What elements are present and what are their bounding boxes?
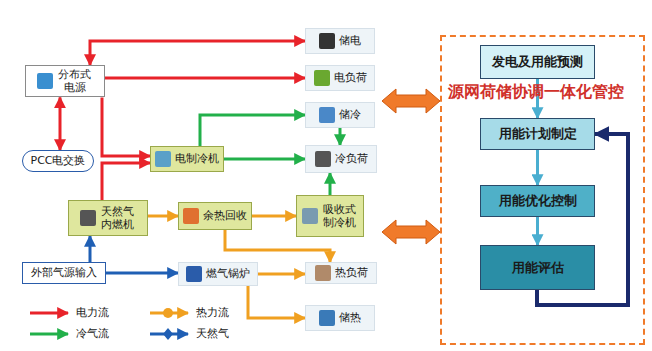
flow-connector <box>90 41 305 65</box>
process-box: 用能计划制定 <box>480 118 595 150</box>
node-label: 用能评估 <box>512 260 564 276</box>
flow-connector <box>59 97 62 150</box>
node-label: 天然气 内燃机 <box>100 205 136 231</box>
process-box: 燃气锅炉 <box>178 262 258 286</box>
flow-connector <box>89 236 92 262</box>
legend-sample <box>150 308 188 318</box>
process-box: 发电及用能预测 <box>480 45 595 79</box>
node-label: 用能计划制定 <box>499 126 577 142</box>
node-label: 燃气锅炉 <box>206 267 250 280</box>
control-region: 源网荷储协调一体化管控 发电及用能预测用能计划制定用能优化控制用能评估 <box>440 35 645 345</box>
process-box: 用能优化控制 <box>480 185 595 217</box>
flow-connector <box>102 97 150 156</box>
flow-connector <box>148 215 178 218</box>
equipment-icon <box>319 310 335 326</box>
process-box: 分布式 电源 <box>25 65 105 97</box>
flow-connector <box>329 173 332 195</box>
equipment-icon <box>319 33 335 49</box>
flow-connector <box>339 128 342 145</box>
flow-connector <box>536 79 539 118</box>
equipment-icon <box>319 107 335 123</box>
process-box: PCC电交换 <box>22 150 94 172</box>
legend-label: 电力流 <box>76 305 109 320</box>
flow-connector <box>224 158 305 161</box>
equipment-icon <box>37 73 53 89</box>
flow-connector <box>536 150 539 185</box>
node-label: 用能优化控制 <box>499 193 577 209</box>
flow-connector <box>252 215 296 218</box>
node-label: 储冷 <box>339 108 361 121</box>
equipment-icon <box>183 208 199 224</box>
process-box: 储热 <box>305 305 375 331</box>
node-label: 电负荷 <box>334 71 367 84</box>
equipment-icon <box>315 265 331 281</box>
double-arrow <box>382 220 440 244</box>
process-box: 储电 <box>305 28 375 54</box>
process-box: 余热回收 <box>178 202 252 230</box>
equipment-icon <box>302 208 318 224</box>
node-label: 发电及用能预测 <box>492 54 583 70</box>
legend-sample <box>30 313 68 314</box>
process-box: 天然气 内燃机 <box>68 200 148 236</box>
double-arrow <box>382 89 440 113</box>
process-box: 吸收式 制冷机 <box>296 195 364 237</box>
equipment-icon <box>314 70 330 86</box>
node-label: 储热 <box>339 311 361 324</box>
flow-connector <box>258 273 305 276</box>
process-box: 储冷 <box>305 102 375 128</box>
process-box: 电制冷机 <box>150 146 224 172</box>
flow-connector <box>200 115 305 146</box>
flow-connector <box>248 286 305 318</box>
node-label: 分布式 电源 <box>57 68 93 94</box>
process-box: 电负荷 <box>305 65 375 91</box>
node-label: 储电 <box>339 34 361 47</box>
legend-sample <box>150 328 188 340</box>
node-label: 源网荷储协调一体化管控 <box>448 83 464 101</box>
flow-connector <box>102 163 150 200</box>
equipment-icon <box>315 151 331 167</box>
node-label: 冷负荷 <box>335 152 368 165</box>
equipment-icon <box>155 151 171 167</box>
process-box: 热负荷 <box>305 262 377 284</box>
node-label: 吸收式 制冷机 <box>322 203 358 229</box>
node-label: PCC电交换 <box>31 154 86 167</box>
legend-label: 天然气 <box>196 326 229 341</box>
flow-connector <box>106 272 178 275</box>
flow-connector <box>105 77 305 80</box>
node-label: 外部气源输入 <box>31 266 97 279</box>
equipment-icon <box>80 210 96 226</box>
node-label: 热负荷 <box>335 266 368 279</box>
node-label: 电制冷机 <box>175 152 219 165</box>
legend-label: 冷气流 <box>76 326 109 341</box>
legend-label: 热力流 <box>196 305 229 320</box>
node-label: 余热回收 <box>203 209 247 222</box>
process-box: 用能评估 <box>480 245 595 290</box>
flow-connector <box>536 217 539 245</box>
process-box: 外部气源输入 <box>22 262 106 284</box>
equipment-icon <box>186 266 202 282</box>
process-box: 冷负荷 <box>305 145 377 173</box>
legend-sample <box>30 334 68 335</box>
